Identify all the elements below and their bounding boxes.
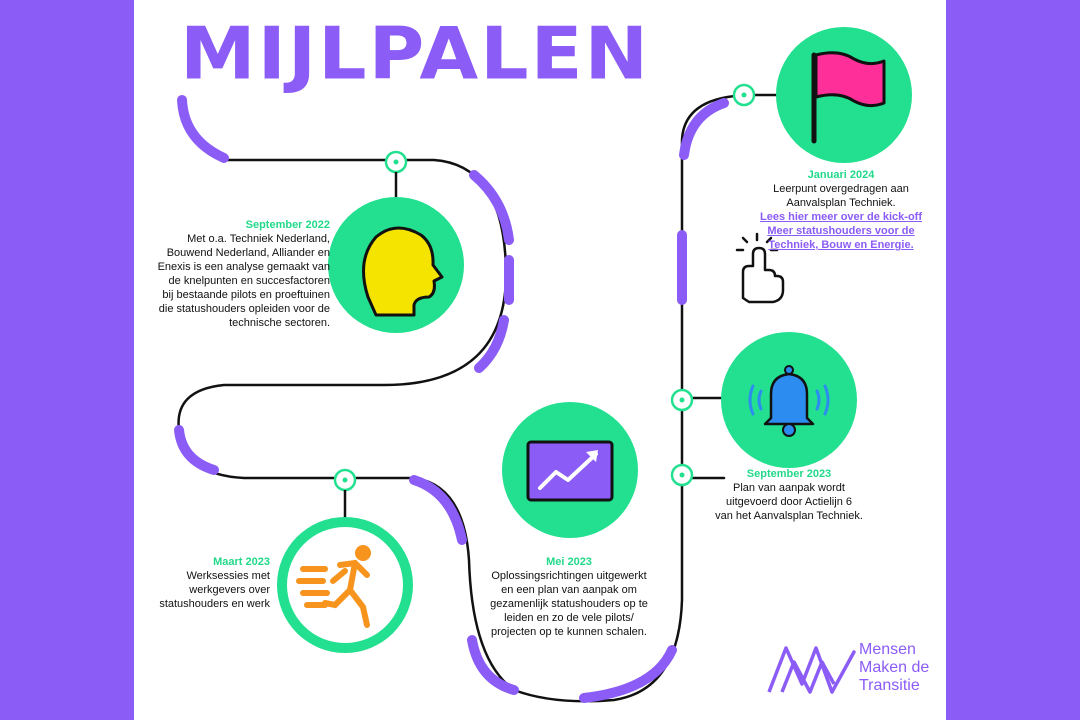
milestone-text-line: Oplossingsrichtingen uitgewerkt bbox=[491, 570, 647, 582]
milestone-text-line: Plan van aanpak wordt bbox=[733, 482, 845, 494]
milestone-jan-2024: Januari 2024 Leerpunt overgedragen aan A… bbox=[746, 168, 936, 252]
milestone-date: Mei 2023 bbox=[546, 556, 592, 568]
bell-icon bbox=[721, 332, 857, 468]
milestone-text-line: bij bestaande pilots en proeftuinen bbox=[162, 289, 330, 301]
milestone-text-line: technische sectoren. bbox=[229, 317, 330, 329]
milestone-text-line: Bouwend Nederland, Alliander en bbox=[166, 247, 330, 259]
milestone-text-line: van het Aanvalsplan Techniek. bbox=[715, 510, 863, 522]
milestone-text-line: uitgevoerd door Actielijn 6 bbox=[726, 496, 852, 508]
milestone-text-line: leiden en zo de vele pilots/ bbox=[504, 612, 634, 624]
milestone-date: September 2022 bbox=[245, 219, 330, 231]
milestone-mei-2023: Mei 2023 Oplossingsrichtingen uitgewerkt… bbox=[474, 555, 664, 639]
milestone-text-line: Aanvalsplan Techniek. bbox=[786, 197, 896, 209]
kick-off-link[interactable]: Lees hier meer over de kick-off Meer sta… bbox=[746, 210, 936, 252]
brand-line: Mensen bbox=[859, 641, 916, 658]
flag-icon bbox=[776, 27, 912, 163]
link-text-line[interactable]: Meer statushouders voor de bbox=[767, 225, 915, 237]
milestone-date: Maart 2023 bbox=[213, 556, 270, 568]
growth-chart-icon bbox=[502, 402, 638, 538]
milestone-text-line: werkgevers over bbox=[189, 584, 270, 596]
milestone-text-line: Enexis is een analyse gemaakt van bbox=[157, 261, 330, 273]
pointing-hand-icon[interactable] bbox=[735, 232, 785, 304]
milestone-text-line: Leerpunt overgedragen aan bbox=[773, 183, 909, 195]
brand-logo-icon bbox=[767, 646, 856, 694]
road-nodes bbox=[333, 83, 756, 492]
milestone-sep-2023: September 2023 Plan van aanpak wordt uit… bbox=[699, 467, 879, 523]
milestone-text-line: de knelpunten en succesfactoren bbox=[168, 275, 330, 287]
milestone-text-line: Werksessies met bbox=[186, 570, 270, 582]
milestone-text-line: gezamenlijk statushouders op te bbox=[490, 598, 648, 610]
milestone-text-line: die statushouders opleiden voor de bbox=[158, 303, 330, 315]
head-icon bbox=[328, 197, 464, 333]
milestone-text-line: Met o.a. Techniek Nederland, bbox=[187, 233, 330, 245]
milestone-text-line: statushouders en werk bbox=[159, 598, 270, 610]
brand-line: Transitie bbox=[859, 677, 920, 694]
milestone-text-line: en een plan van aanpak om bbox=[501, 584, 637, 596]
milestone-date: Januari 2024 bbox=[807, 169, 875, 181]
page-title: MIJLPALEN bbox=[180, 11, 651, 96]
link-text-line[interactable]: Lees hier meer over de kick-off bbox=[759, 211, 922, 223]
milestone-text-line: projecten op te kunnen schalen. bbox=[491, 626, 647, 638]
brand-wordmark: Mensen Maken de Transitie bbox=[859, 641, 929, 695]
milestone-maart-2023: Maart 2023 Werksessies met werkgevers ov… bbox=[134, 555, 270, 611]
runner-icon bbox=[277, 517, 413, 653]
milestone-date: September 2023 bbox=[746, 468, 832, 480]
link-text-line[interactable]: Techniek, Bouw en Energie. bbox=[768, 239, 914, 251]
brand-line: Maken de bbox=[859, 659, 930, 676]
road-dashes bbox=[174, 95, 729, 703]
infographic-card: MIJLPALEN September 2022 Met o.a. Techni… bbox=[134, 0, 946, 720]
roadmap-illustration bbox=[174, 27, 912, 703]
milestone-sep-2022: September 2022 Met o.a. Techniek Nederla… bbox=[134, 218, 330, 330]
